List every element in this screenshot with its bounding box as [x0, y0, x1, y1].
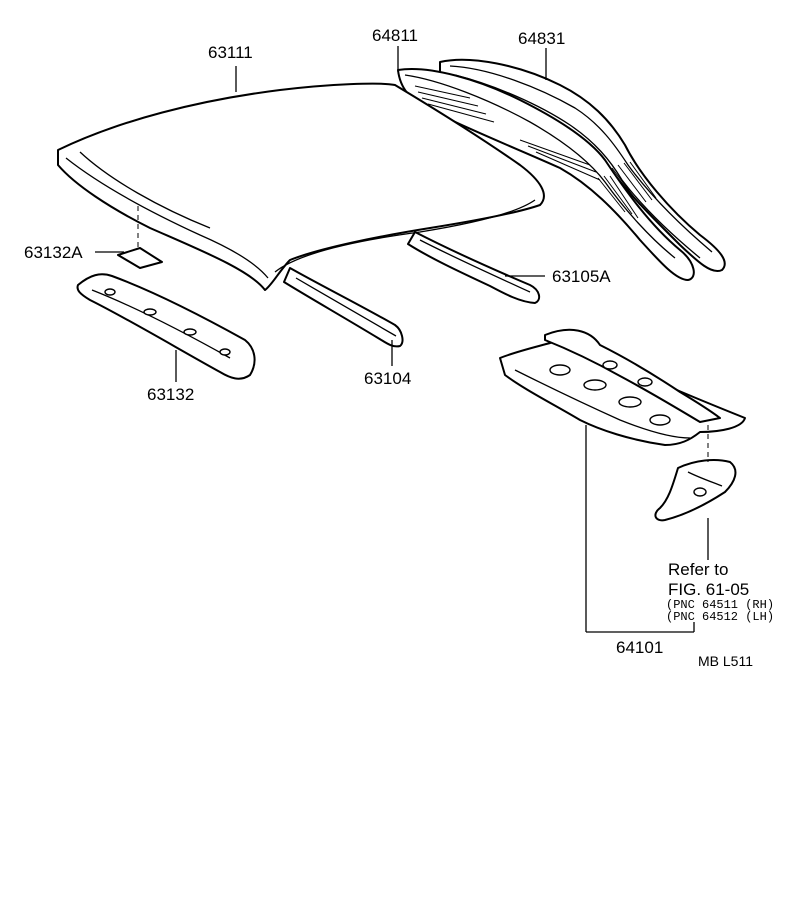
label-roof-panel: 63111	[208, 43, 253, 62]
label-front-roof-rail: 63132	[147, 385, 194, 404]
center-side-rail[interactable]	[283, 267, 404, 348]
roof-panel[interactable]	[57, 82, 545, 291]
leader-lines	[95, 46, 709, 633]
reference-line-2: FIG. 61-05	[668, 580, 749, 599]
reference-line-1: Refer to	[668, 560, 728, 579]
label-center-side-rail: 63104	[364, 369, 411, 388]
label-rear-side-rail: 63105A	[552, 267, 611, 286]
rear-side-rail[interactable]	[407, 231, 541, 304]
label-back-window-upper-panel: 64811	[372, 26, 418, 45]
front-roof-rail[interactable]	[76, 273, 256, 380]
label-back-window-lower-panel: 64831	[518, 29, 565, 48]
label-roof-reinforcement-patch: 63132A	[24, 243, 83, 262]
reference-line-3: (PNC 64511 (RH)	[666, 598, 774, 612]
back-window-upper-panel[interactable]	[397, 68, 695, 281]
footer-code: MB L511	[698, 653, 753, 669]
label-package-tray-panel: 64101	[616, 638, 663, 657]
reference-line-4: (PNC 64512 (LH)	[666, 610, 774, 624]
roof-reinforcement-patch[interactable]	[117, 247, 163, 269]
bracket-part[interactable]	[654, 459, 737, 522]
package-tray-panel[interactable]	[499, 328, 746, 446]
